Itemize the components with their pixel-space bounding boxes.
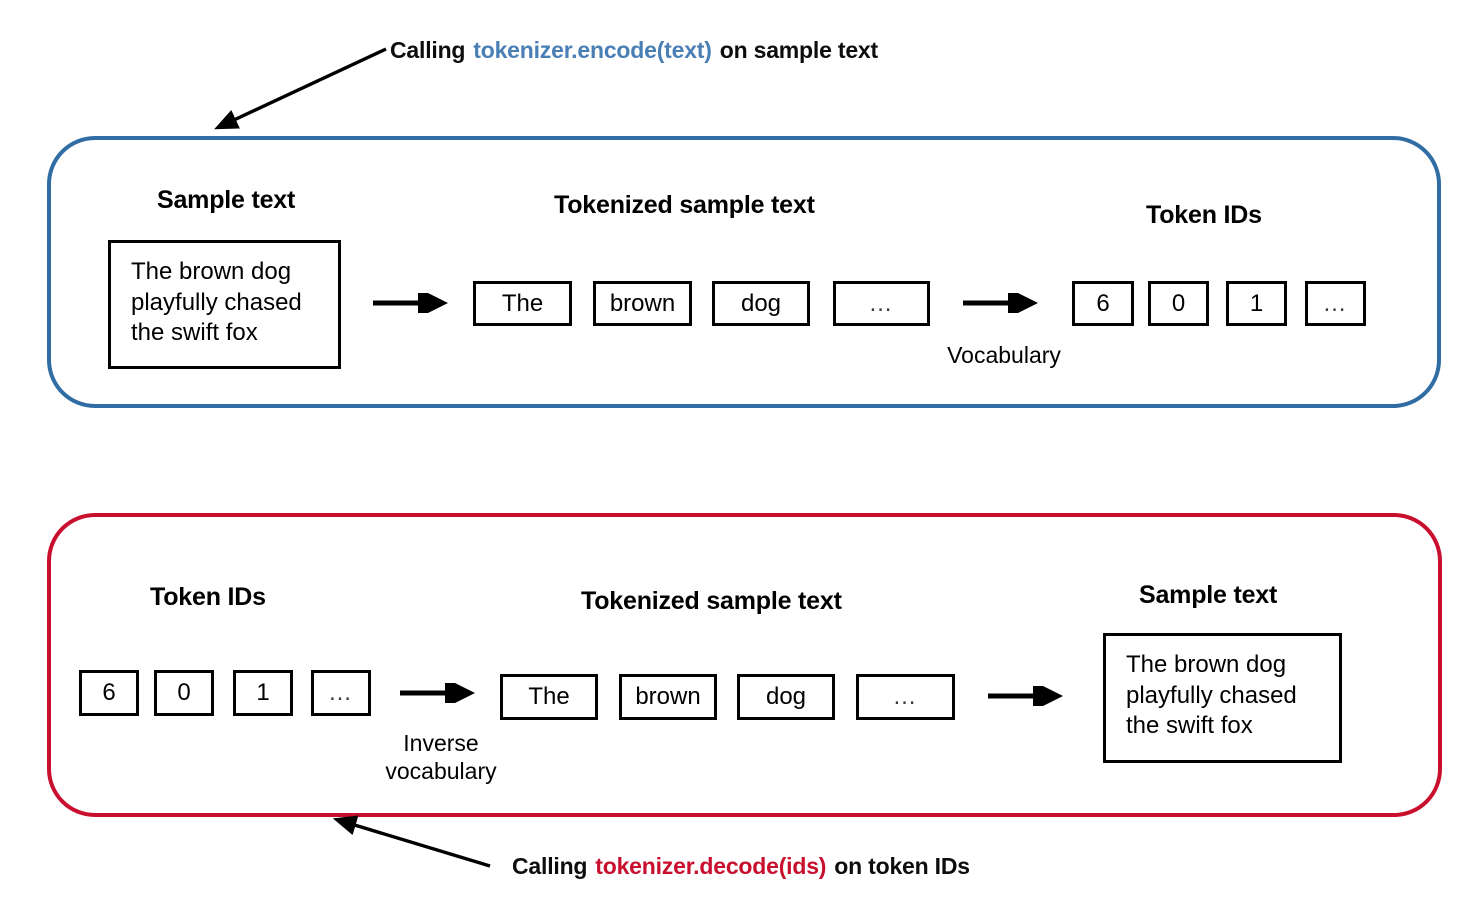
- encode-token-cell-1: brown: [593, 281, 692, 326]
- encode-heading-token-ids: Token IDs: [1146, 201, 1262, 229]
- encode-heading-tokenized: Tokenized sample text: [554, 191, 815, 219]
- encode-token-cell-3: …: [833, 281, 930, 326]
- encode-pointer-arrow: [214, 47, 387, 130]
- encode-vocabulary-caption: Vocabulary: [947, 342, 1061, 368]
- encode-id-cell-3: …: [1305, 281, 1366, 326]
- decode-callout-label: Calling tokenizer.decode(ids) on token IDs: [508, 853, 974, 880]
- encode-id-cell-2: 1: [1226, 281, 1287, 326]
- encode-callout-code: tokenizer.encode(text): [473, 37, 712, 63]
- decode-token-cell-0: The: [500, 674, 598, 720]
- decode-heading-tokenized: Tokenized sample text: [581, 587, 842, 615]
- decode-sample-text-box: The brown dog playfully chased the swift…: [1103, 633, 1342, 763]
- decode-pointer-arrow: [332, 815, 491, 868]
- encode-sample-text-box: The brown dog playfully chased the swift…: [108, 240, 341, 369]
- decode-id-cell-1: 0: [154, 670, 214, 716]
- decode-id-cell-3: …: [311, 670, 371, 716]
- encode-token-cell-2: dog: [712, 281, 810, 326]
- decode-id-cell-0: 6: [79, 670, 139, 716]
- decode-callout-code: tokenizer.decode(ids): [595, 853, 827, 879]
- decode-heading-token-ids: Token IDs: [150, 583, 266, 611]
- decode-token-cell-1: brown: [619, 674, 717, 720]
- decode-id-cell-2: 1: [233, 670, 293, 716]
- encode-heading-sample-text: Sample text: [157, 186, 296, 214]
- decode-inverse-vocabulary-caption: Inverse vocabulary: [385, 730, 497, 785]
- decode-token-cell-3: …: [856, 674, 955, 720]
- encode-id-cell-0: 6: [1072, 281, 1134, 326]
- decode-arrow-detokenize: [988, 686, 1064, 706]
- decode-callout-suffix: on token IDs: [834, 853, 970, 879]
- encode-callout-prefix: Calling: [390, 37, 466, 63]
- encode-id-cell-1: 0: [1148, 281, 1209, 326]
- encode-callout-label: Calling tokenizer.encode(text) on sample t…: [386, 37, 882, 64]
- encode-callout-suffix: on sample text: [719, 37, 878, 63]
- decode-heading-sample-text: Sample text: [1139, 581, 1278, 609]
- encode-arrow-tokenize: [373, 293, 449, 313]
- decode-arrow-inverse-vocabulary: [400, 683, 476, 703]
- encode-arrow-vocabulary: [963, 293, 1039, 313]
- decode-callout-prefix: Calling: [512, 853, 588, 879]
- encode-token-cell-0: The: [473, 281, 572, 326]
- decode-token-cell-2: dog: [737, 674, 835, 720]
